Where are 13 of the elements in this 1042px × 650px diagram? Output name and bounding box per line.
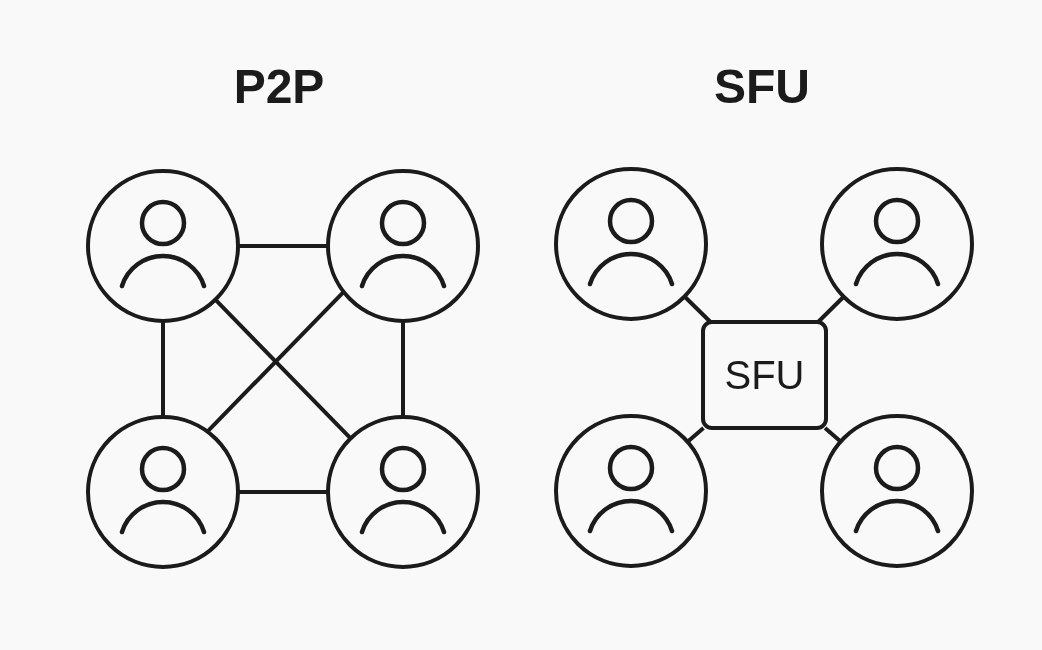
connector-line xyxy=(401,321,405,417)
connector-line xyxy=(213,298,353,440)
connector-line xyxy=(683,295,712,324)
connector-line xyxy=(161,321,165,417)
heading: P2P xyxy=(233,63,325,111)
connector-line xyxy=(238,490,328,494)
connector-line xyxy=(238,244,328,248)
connector-line xyxy=(205,290,346,433)
node-label: SFU xyxy=(724,355,805,395)
connector-line xyxy=(823,426,842,444)
server-box xyxy=(701,320,828,430)
connector-line xyxy=(686,426,705,444)
heading: SFU xyxy=(714,63,810,111)
